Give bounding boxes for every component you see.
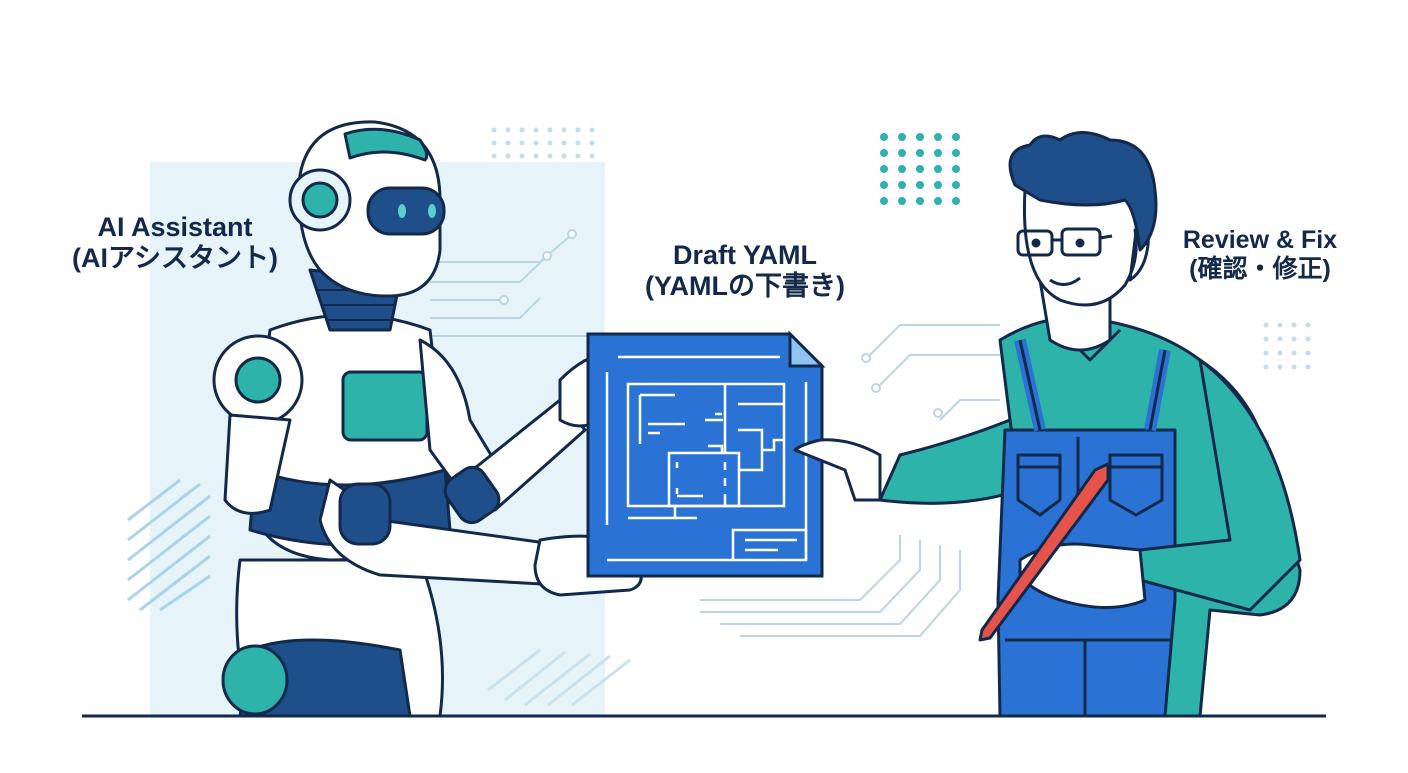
- dot-grid-light-icon: [491, 127, 1311, 370]
- draft-yaml-label-ja: (YAMLの下書き): [645, 271, 845, 302]
- ai-assistant-label-en: AI Assistant: [97, 212, 253, 242]
- draft-yaml-label-en: Draft YAML: [672, 240, 818, 270]
- hatch-pattern-left: [127, 478, 211, 612]
- ai-assistant-label-ja: (AIアシスタント): [72, 243, 278, 274]
- review-fix-label: Review & Fix (確認・修正): [1160, 226, 1360, 284]
- ai-assistant-label: AI Assistant (AIアシスタント): [70, 212, 280, 274]
- review-fix-label-ja: (確認・修正): [1189, 254, 1331, 283]
- dot-grid-teal-icon: [880, 133, 960, 205]
- draft-yaml-label: Draft YAML (YAMLの下書き): [620, 240, 870, 302]
- robot-figure: [212, 120, 643, 718]
- circuit-lines-left: [430, 229, 600, 337]
- hatch-pattern-center: [487, 648, 631, 707]
- blueprint-document: [586, 330, 826, 578]
- human-figure: [793, 131, 1302, 718]
- review-fix-label-en: Review & Fix: [1182, 226, 1338, 254]
